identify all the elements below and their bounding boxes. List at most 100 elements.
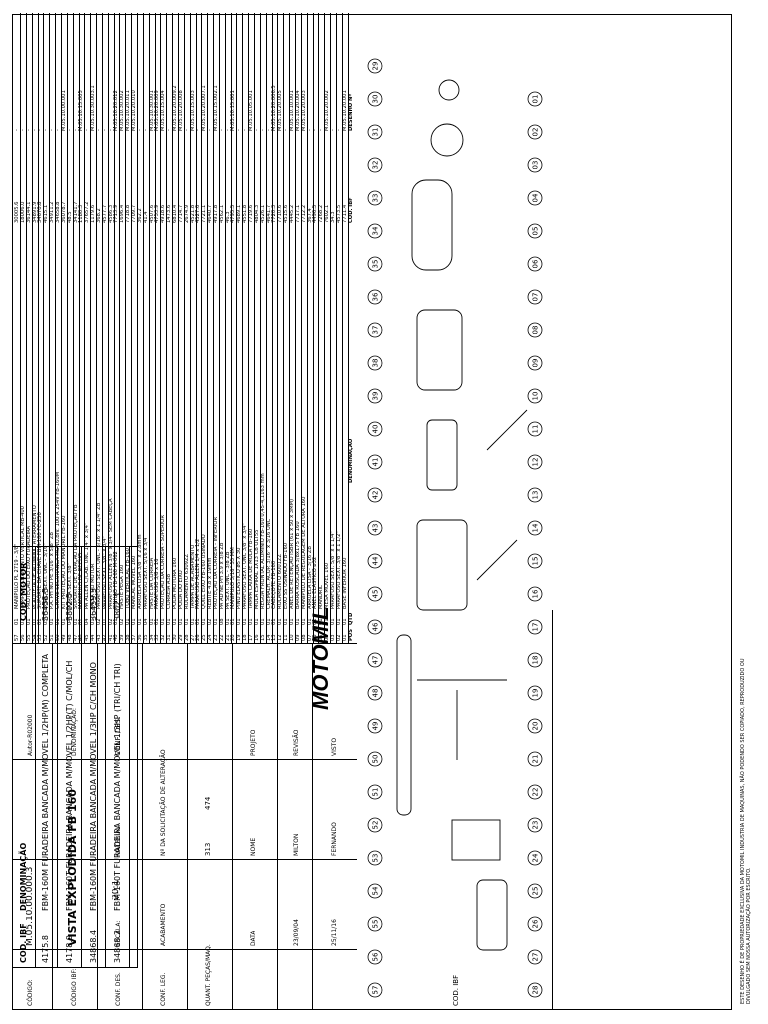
header-denominacao: DENOMINAÇÃO: [348, 438, 354, 483]
conf-leg: CONF. LEG.: [160, 972, 167, 1006]
balloon-circle: [367, 982, 383, 998]
balloon-label: 01: [532, 95, 540, 104]
motor-cod-ibf: 4175.8: [41, 935, 50, 963]
balloon-label: 25: [532, 887, 540, 896]
part-qtd: 01: [341, 618, 348, 625]
balloon-label: 14: [532, 523, 540, 532]
revisao-name: FERNANDO: [331, 822, 338, 856]
balloon-label: 32: [372, 161, 380, 170]
balloon-label: 16: [532, 589, 540, 598]
balloon-circle: [367, 520, 383, 536]
balloon-label: 15: [532, 557, 540, 566]
balloon-circle: [367, 619, 383, 635]
motor-denominacao: FBM-160M FURADEIRA BANCADA M/MOVEL 1/3HP…: [89, 662, 98, 911]
column-tube: [396, 634, 412, 816]
balloon-circle: [527, 949, 543, 965]
balloon-circle: [367, 487, 383, 503]
balloon-circle: [527, 355, 543, 371]
motor-table: COD. IBF: [452, 30, 582, 1010]
part-cod-ibf: 7711.4: [341, 204, 348, 223]
balloons-group: 5756555453525150494847464544434241403938…: [367, 58, 543, 998]
balloon-label: 19: [532, 689, 540, 698]
balloon-circle: [367, 355, 383, 371]
label-n-alteracao: Nº DA SOLICITAÇÃO DE ALTERAÇÃO: [160, 749, 167, 856]
balloon-label: 11: [532, 425, 540, 434]
balloon-circle: [367, 685, 383, 701]
balloon-circle: [527, 190, 543, 206]
part-drawing-number: M.05.10.20.001: [341, 90, 348, 131]
balloon-label: 43: [372, 524, 380, 533]
motor-header-ibf: COD. IBF: [452, 974, 460, 1006]
rev-474: 474: [204, 796, 212, 810]
head-part: [416, 519, 468, 611]
revisao-date: 25/11/16: [331, 919, 338, 946]
header-desenho: DESENHO Nº: [348, 93, 354, 131]
table-part: [451, 819, 501, 861]
balloon-circle: [367, 586, 383, 602]
balloon-circle: [527, 487, 543, 503]
balloon-circle: [367, 190, 383, 206]
motor-row: 34868.4 FBM-160M FURADEIRA BANCADA M/MOVE…: [83, 547, 106, 967]
balloon-label: 18: [532, 656, 540, 665]
header-qtd: QTD: [348, 612, 354, 625]
balloon-circle: [527, 256, 543, 272]
balloon-circle: [367, 289, 383, 305]
balloon-label: 28: [532, 986, 540, 995]
balloon-circle: [527, 322, 543, 338]
balloon-label: 05: [532, 227, 540, 236]
balloon-label: 52: [372, 821, 380, 830]
leader-lines: [417, 409, 528, 760]
balloon-label: 57: [372, 986, 380, 995]
motor-cod-motor: 36458.5: [41, 587, 50, 621]
conf-des: CONF. DES.: [115, 972, 122, 1006]
motor-denominacao: FBM-160T FURADEIRA BANCADA M/MOVEL 1/2HP…: [65, 660, 74, 911]
motor-cod-ibf: 34868.2: [113, 929, 122, 963]
balloon-label: 47: [372, 656, 380, 665]
balloon-label: 02: [532, 128, 540, 137]
motor-cod-ibf: 4178.9: [65, 935, 74, 963]
balloon-label: 31: [372, 128, 380, 137]
balloon-label: 07: [532, 293, 540, 302]
balloon-label: 54: [372, 886, 380, 895]
balloon-circle: [527, 157, 543, 173]
balloon-label: 39: [372, 392, 380, 401]
label-data: DATA: [250, 930, 257, 946]
balloon-circle: [367, 817, 383, 833]
balloon-circle: [367, 850, 383, 866]
balloon-circle: [527, 685, 543, 701]
balloon-label: 24: [532, 853, 540, 862]
header-cod-ibf: COD. IBF: [348, 197, 354, 223]
base-part: [476, 879, 508, 951]
motor-cod-motor: 3802.3: [113, 593, 122, 621]
balloon-label: 04: [532, 193, 540, 202]
balloon-label: 29: [372, 62, 380, 71]
balloon-label: 09: [532, 359, 540, 368]
balloon-label: 50: [372, 755, 380, 764]
balloon-circle: [367, 388, 383, 404]
balloon-label: 22: [532, 788, 540, 797]
balloon-label: 10: [532, 392, 540, 401]
balloon-label: 20: [532, 722, 540, 731]
balloon-circle: [367, 949, 383, 965]
balloon-circle: [367, 916, 383, 932]
balloon-circle: [527, 289, 543, 305]
balloon-circle: [367, 322, 383, 338]
balloon-circle: [367, 91, 383, 107]
label-codigo-ibf: CÓDIGO IBF:: [71, 968, 78, 1006]
balloon-label: 06: [532, 259, 540, 268]
part-pos: 01: [341, 634, 348, 641]
balloon-circle: [367, 553, 383, 569]
balloon-label: 03: [532, 161, 540, 170]
balloon-circle: [527, 916, 543, 932]
motor-cod-ibf: 34868.4: [89, 929, 98, 963]
balloon-label: 51: [372, 788, 380, 797]
motor-table: [416, 309, 463, 391]
balloon-label: 41: [372, 458, 380, 467]
balloon-circle: [367, 883, 383, 899]
